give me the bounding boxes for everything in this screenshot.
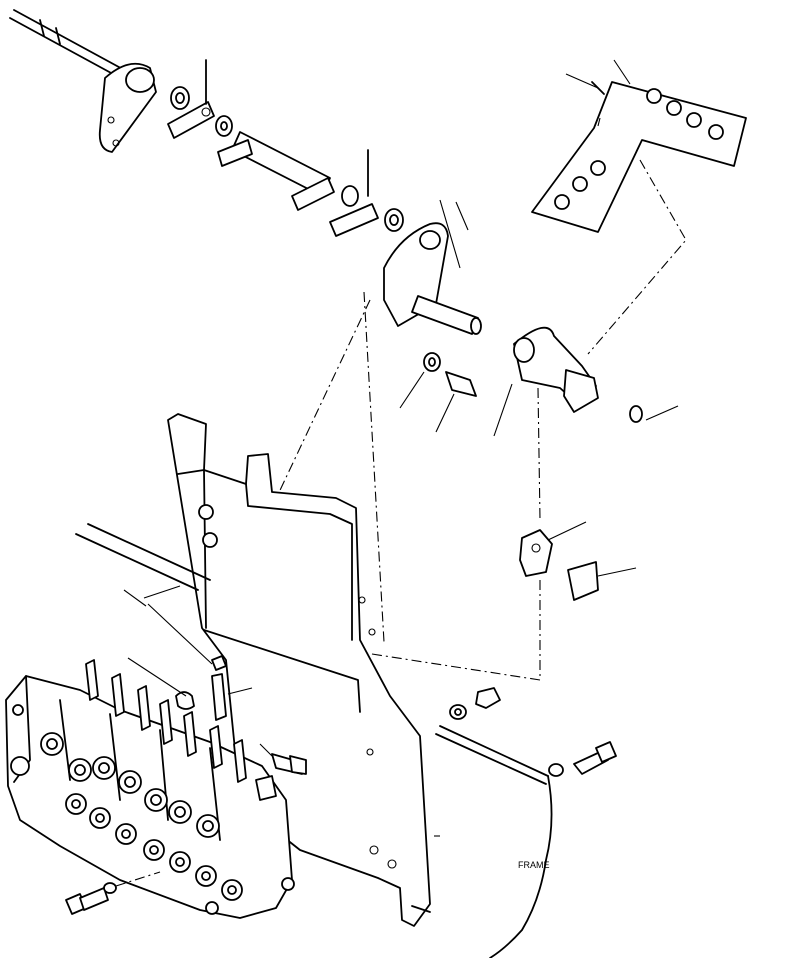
valve-ports (40, 732, 243, 901)
bushing-1 (170, 86, 190, 110)
valve-spools (85, 659, 247, 783)
pivot-shaft (411, 295, 479, 335)
plate-fasteners (449, 687, 617, 777)
lever-crank (493, 326, 679, 437)
control-valve (5, 659, 295, 919)
link-plate-3 (329, 203, 379, 237)
frame-outline: FRAME (75, 523, 553, 958)
link-plate-2 (291, 177, 335, 211)
valve-bolts (123, 585, 307, 775)
lever-nut (629, 405, 643, 423)
pivot-bracket (383, 199, 482, 335)
upper-shaft-assembly (9, 9, 404, 237)
frame-label: FRAME (518, 860, 550, 870)
mount-bolt (399, 352, 477, 433)
clevis-assembly (519, 521, 637, 601)
control-rod (9, 9, 129, 81)
valve-mount-bolt (65, 871, 161, 915)
mounting-plate (167, 413, 440, 927)
pedal-plate (531, 59, 747, 233)
